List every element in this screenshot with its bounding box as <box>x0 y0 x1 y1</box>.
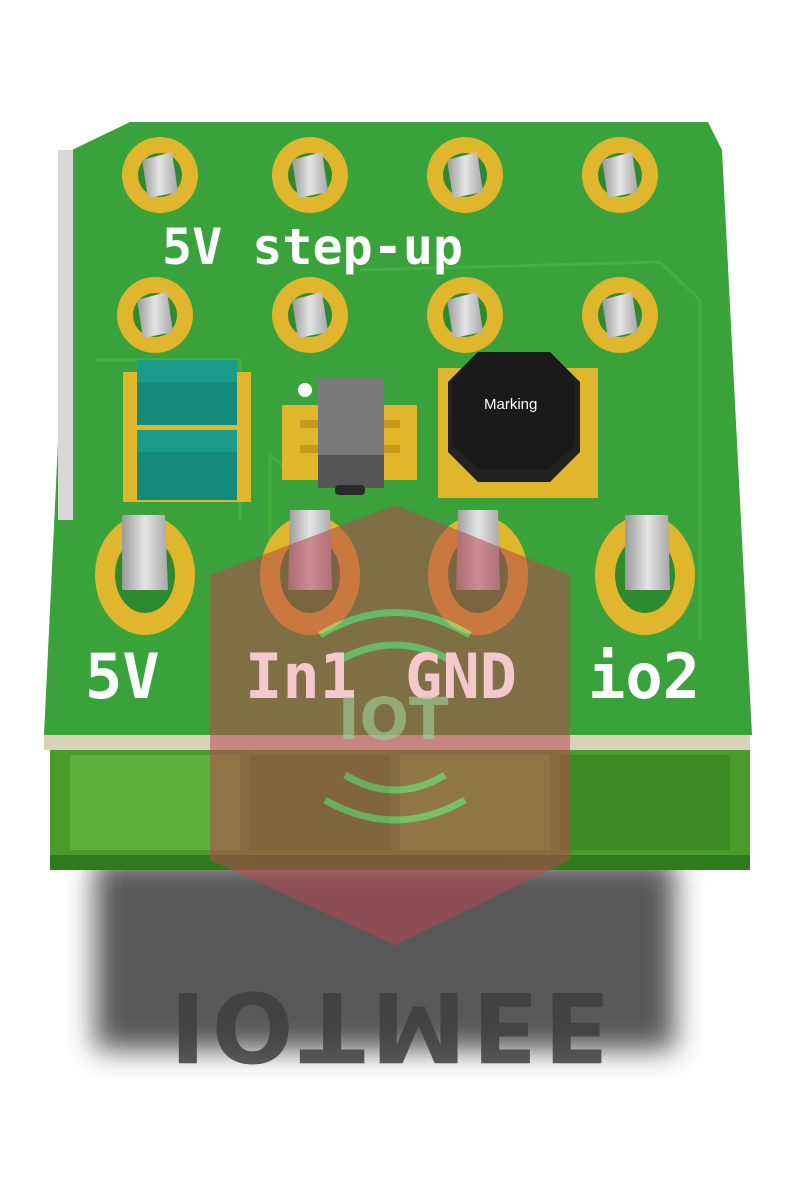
pin-label-5v: 5V <box>85 640 160 713</box>
top-pin-row-1 <box>122 137 658 213</box>
top-pin-row-2 <box>117 277 658 353</box>
watermark-badge-text: IOT <box>338 685 449 753</box>
pin-label-gnd: GND <box>405 640 517 713</box>
board-title-label: 5V step-up <box>162 218 464 276</box>
watermark-brand-text: IOTMEE <box>170 970 616 1082</box>
pin-label-io2: io2 <box>588 640 700 713</box>
inductor <box>438 352 598 498</box>
diode-chip <box>282 378 417 495</box>
pcb-side <box>58 150 73 520</box>
capacitor-pair <box>123 360 251 502</box>
watermark-badge <box>210 505 570 945</box>
ic-marking-text: Marking <box>484 396 538 413</box>
pin-label-in1: In1 <box>245 640 357 713</box>
